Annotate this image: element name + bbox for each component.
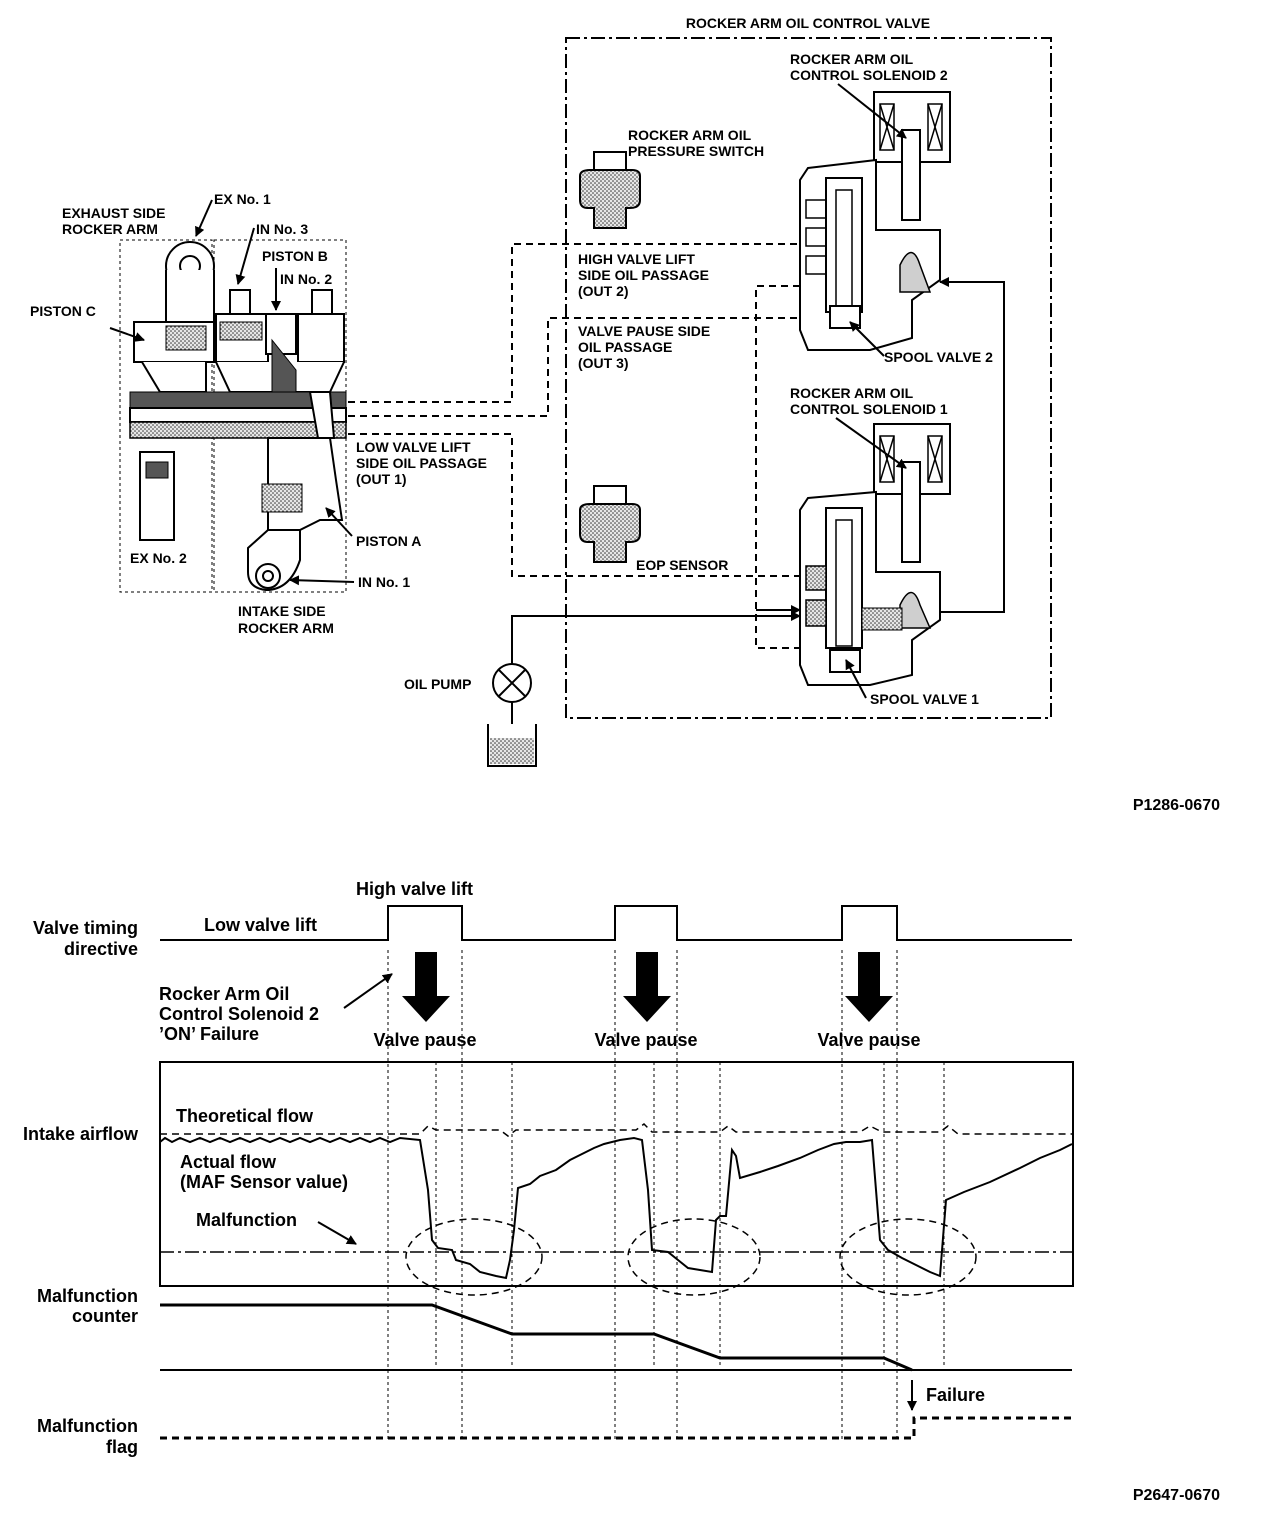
solenoid-2-leader xyxy=(837,83,907,139)
pistonc-label: PISTON C xyxy=(30,303,96,319)
control-valve-title: ROCKER ARM OIL CONTROL VALVE xyxy=(686,15,930,31)
spool-valve-1-assembly xyxy=(799,423,951,686)
pistona-label: PISTON A xyxy=(356,533,421,549)
valve-pause-arrow-2 xyxy=(623,952,671,1022)
flag-waveform xyxy=(160,1416,1072,1440)
high-lift-label-l2: SIDE OIL PASSAGE xyxy=(578,267,709,283)
spool-valve-2-leader xyxy=(849,321,885,357)
valve-timing-waveform xyxy=(160,905,1072,941)
spool-valve-1-leader xyxy=(845,659,867,699)
in1-leader xyxy=(289,575,355,586)
in1-label: IN No. 1 xyxy=(358,574,410,590)
malfunction-label: Malfunction xyxy=(196,1210,297,1230)
oil-pump-symbol xyxy=(492,663,532,724)
control-valve-enclosure xyxy=(565,37,1052,719)
intake-airflow-label: Intake airflow xyxy=(23,1124,139,1144)
counter-label-l2: counter xyxy=(72,1306,138,1326)
upper-diagram: ROCKER ARM OIL CONTROL VALVE ROCKER ARM … xyxy=(30,15,1220,814)
failure-note-l1: Rocker Arm Oil xyxy=(159,984,289,1004)
high-lift-label-l1: HIGH VALVE LIFT xyxy=(578,251,695,267)
malfunction-ellipse-2 xyxy=(627,1218,761,1296)
exhaust-rocker-label-l2: ROCKER ARM xyxy=(62,221,158,237)
pressure-switch-label-l2: PRESSURE SWITCH xyxy=(628,143,764,159)
pump-supply-line xyxy=(511,611,801,664)
valve-timing-label-l2: directive xyxy=(64,939,138,959)
actual-flow-label-l1: Actual flow xyxy=(180,1152,277,1172)
eop-sensor xyxy=(579,485,641,563)
flag-label-l1: Malfunction xyxy=(37,1416,138,1436)
high-valve-lift-label: High valve lift xyxy=(356,879,473,899)
intake-rocker-label-l1: INTAKE SIDE xyxy=(238,603,326,619)
failure-note-l3: ’ON’ Failure xyxy=(159,1024,259,1044)
pause-label-l1: VALVE PAUSE SIDE xyxy=(578,323,710,339)
counter-waveform xyxy=(160,1303,913,1372)
pistonb-label: PISTON B xyxy=(262,248,328,264)
valve-pause-label-3: Valve pause xyxy=(817,1030,920,1050)
upper-figure-code: P1286-0670 xyxy=(1133,797,1220,814)
solenoid-1-label-l2: CONTROL SOLENOID 1 xyxy=(790,401,948,417)
ex2-label: EX No. 2 xyxy=(130,550,187,566)
low-lift-label-l2: SIDE OIL PASSAGE xyxy=(356,455,487,471)
oil-pump-label: OIL PUMP xyxy=(404,676,471,692)
rocker-arm-assembly xyxy=(129,241,347,592)
actual-flow-line xyxy=(159,1136,1073,1280)
failure-label: Failure xyxy=(926,1385,985,1405)
valve-pause-arrow-1 xyxy=(402,952,450,1022)
ex1-label: EX No. 1 xyxy=(214,191,271,207)
low-lift-label-l1: LOW VALVE LIFT xyxy=(356,439,471,455)
timing-diagram: High valve lift Valve timing directive L… xyxy=(23,879,1220,1504)
valve-pause-label-2: Valve pause xyxy=(594,1030,697,1050)
low-lift-passage xyxy=(348,433,800,577)
oil-pressure-switch xyxy=(579,151,641,229)
malfunction-leader xyxy=(317,1221,357,1245)
lower-figure-code: P2647-0670 xyxy=(1133,1487,1220,1504)
pistonc-leader xyxy=(109,327,145,342)
in2-label: IN No. 2 xyxy=(280,271,332,287)
pressure-switch-label-l1: ROCKER ARM OIL xyxy=(628,127,752,143)
failure-note-l2: Control Solenoid 2 xyxy=(159,1004,319,1024)
theoretical-flow-label: Theoretical flow xyxy=(176,1106,314,1126)
valve-pause-arrow-3 xyxy=(845,952,893,1022)
pump-to-spool2-line xyxy=(939,277,1005,613)
spool-valve-2-label: SPOOL VALVE 2 xyxy=(884,349,993,365)
spool2-to-spool1-passage xyxy=(755,285,800,649)
high-lift-label-l3: (OUT 2) xyxy=(578,283,629,299)
actual-flow-label-l2: (MAF Sensor value) xyxy=(180,1172,348,1192)
valve-timing-label-l1: Valve timing xyxy=(33,918,138,938)
pause-label-l3: (OUT 3) xyxy=(578,355,629,371)
oil-reservoir xyxy=(487,724,537,767)
in3-label: IN No. 3 xyxy=(256,221,308,237)
low-valve-lift-label: Low valve lift xyxy=(204,915,317,935)
high-lift-passage xyxy=(348,243,800,403)
in3-leader xyxy=(235,227,255,285)
counter-label-l1: Malfunction xyxy=(37,1286,138,1306)
pause-label-l2: OIL PASSAGE xyxy=(578,339,672,355)
pause-passage xyxy=(348,317,800,417)
failure-note-leader xyxy=(343,973,393,1009)
spool-valve-2-assembly xyxy=(799,91,951,351)
theoretical-flow-line xyxy=(160,1123,1072,1137)
solenoid-2-label-l1: ROCKER ARM OIL xyxy=(790,51,914,67)
spool-valve-1-label: SPOOL VALVE 1 xyxy=(870,691,979,707)
low-lift-label-l3: (OUT 1) xyxy=(356,471,407,487)
solenoid-1-leader xyxy=(835,417,907,469)
solenoid-2-label-l2: CONTROL SOLENOID 2 xyxy=(790,67,948,83)
malfunction-ellipse-1 xyxy=(405,1218,543,1296)
ex1-leader xyxy=(195,199,213,237)
flag-label-l2: flag xyxy=(106,1437,138,1457)
solenoid-1-label-l1: ROCKER ARM OIL xyxy=(790,385,914,401)
airflow-box xyxy=(159,1061,1074,1287)
reference-lines xyxy=(387,950,945,1440)
pistona-leader xyxy=(325,507,353,537)
valve-pause-label-1: Valve pause xyxy=(373,1030,476,1050)
intake-rocker-label-l2: ROCKER ARM xyxy=(238,620,334,636)
exhaust-rocker-label-l1: EXHAUST SIDE xyxy=(62,205,165,221)
eop-sensor-label: EOP SENSOR xyxy=(636,557,728,573)
malfunction-ellipse-3 xyxy=(839,1218,977,1296)
